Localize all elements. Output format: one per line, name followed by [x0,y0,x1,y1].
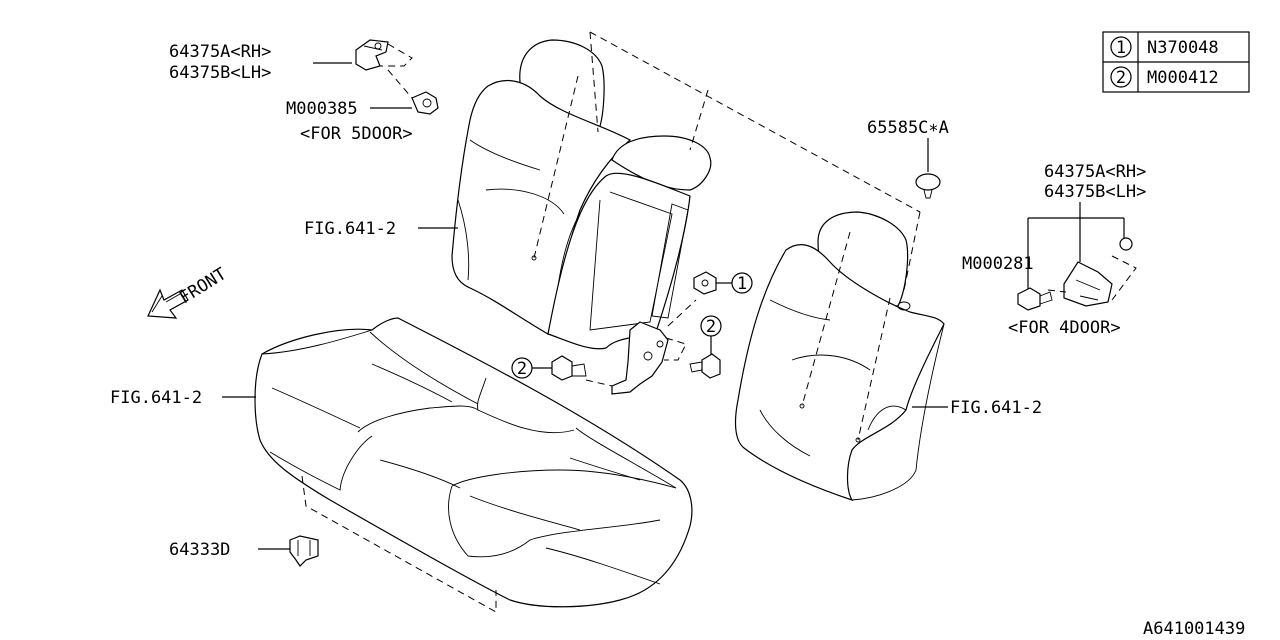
bolt-right-part [1017,287,1053,311]
label-note-5door: <FOR 5DOOR> [300,124,413,144]
legend-num-1: 1 [1116,38,1126,58]
legend-circle-1 [1110,36,1132,58]
label-bolt-right: M000281 [962,254,1034,274]
label-note-4door: <FOR 4DOOR> [1008,318,1121,338]
legend-part-2: M000412 [1147,68,1219,88]
callout-1-num: 1 [737,274,747,294]
bolt-callout-2-right: 2 [689,315,722,379]
label-fig-back-right: FIG.641-2 [950,398,1042,418]
legend-num-2: 2 [1116,68,1126,88]
label-fig-back-left: FIG.641-2 [304,219,396,239]
label-clip: 65585C∗A [867,118,949,138]
hook-part [289,535,319,567]
callout-2a-num: 2 [517,359,527,379]
legend-table: 1 N370048 2 M000412 [1102,31,1250,93]
label-fig-cushion: FIG.641-2 [110,388,202,408]
diagram-id: A641001439 [1143,619,1245,639]
legend-circle-2 [1110,66,1132,88]
bolt-top-part [387,69,439,115]
bracket-right-part [1047,237,1137,307]
front-label: FRONT [176,264,230,308]
hinge-bracket [585,299,697,395]
label-bracket-top-lh: 64375B<LH> [169,63,271,83]
label-bolt-top: M000385 [286,99,358,119]
label-hook: 64333D [169,540,230,560]
seatback-right [734,211,945,502]
label-bracket-right-lh: 64375B<LH> [1044,182,1146,202]
label-bracket-right-rh: 64375A<RH> [1044,162,1146,182]
callout-2b-num: 2 [706,317,716,337]
nut-callout-1: 1 [693,271,753,295]
clip-part [915,173,941,199]
seat-cushion [254,317,693,608]
legend-part-1: N370048 [1147,38,1219,58]
front-arrow: FRONT [147,264,230,319]
bracket-top-part [355,39,413,71]
bolt-callout-2-left: 2 [511,355,587,381]
label-bracket-top-rh: 64375A<RH> [169,42,271,62]
seatback-left [451,39,712,350]
